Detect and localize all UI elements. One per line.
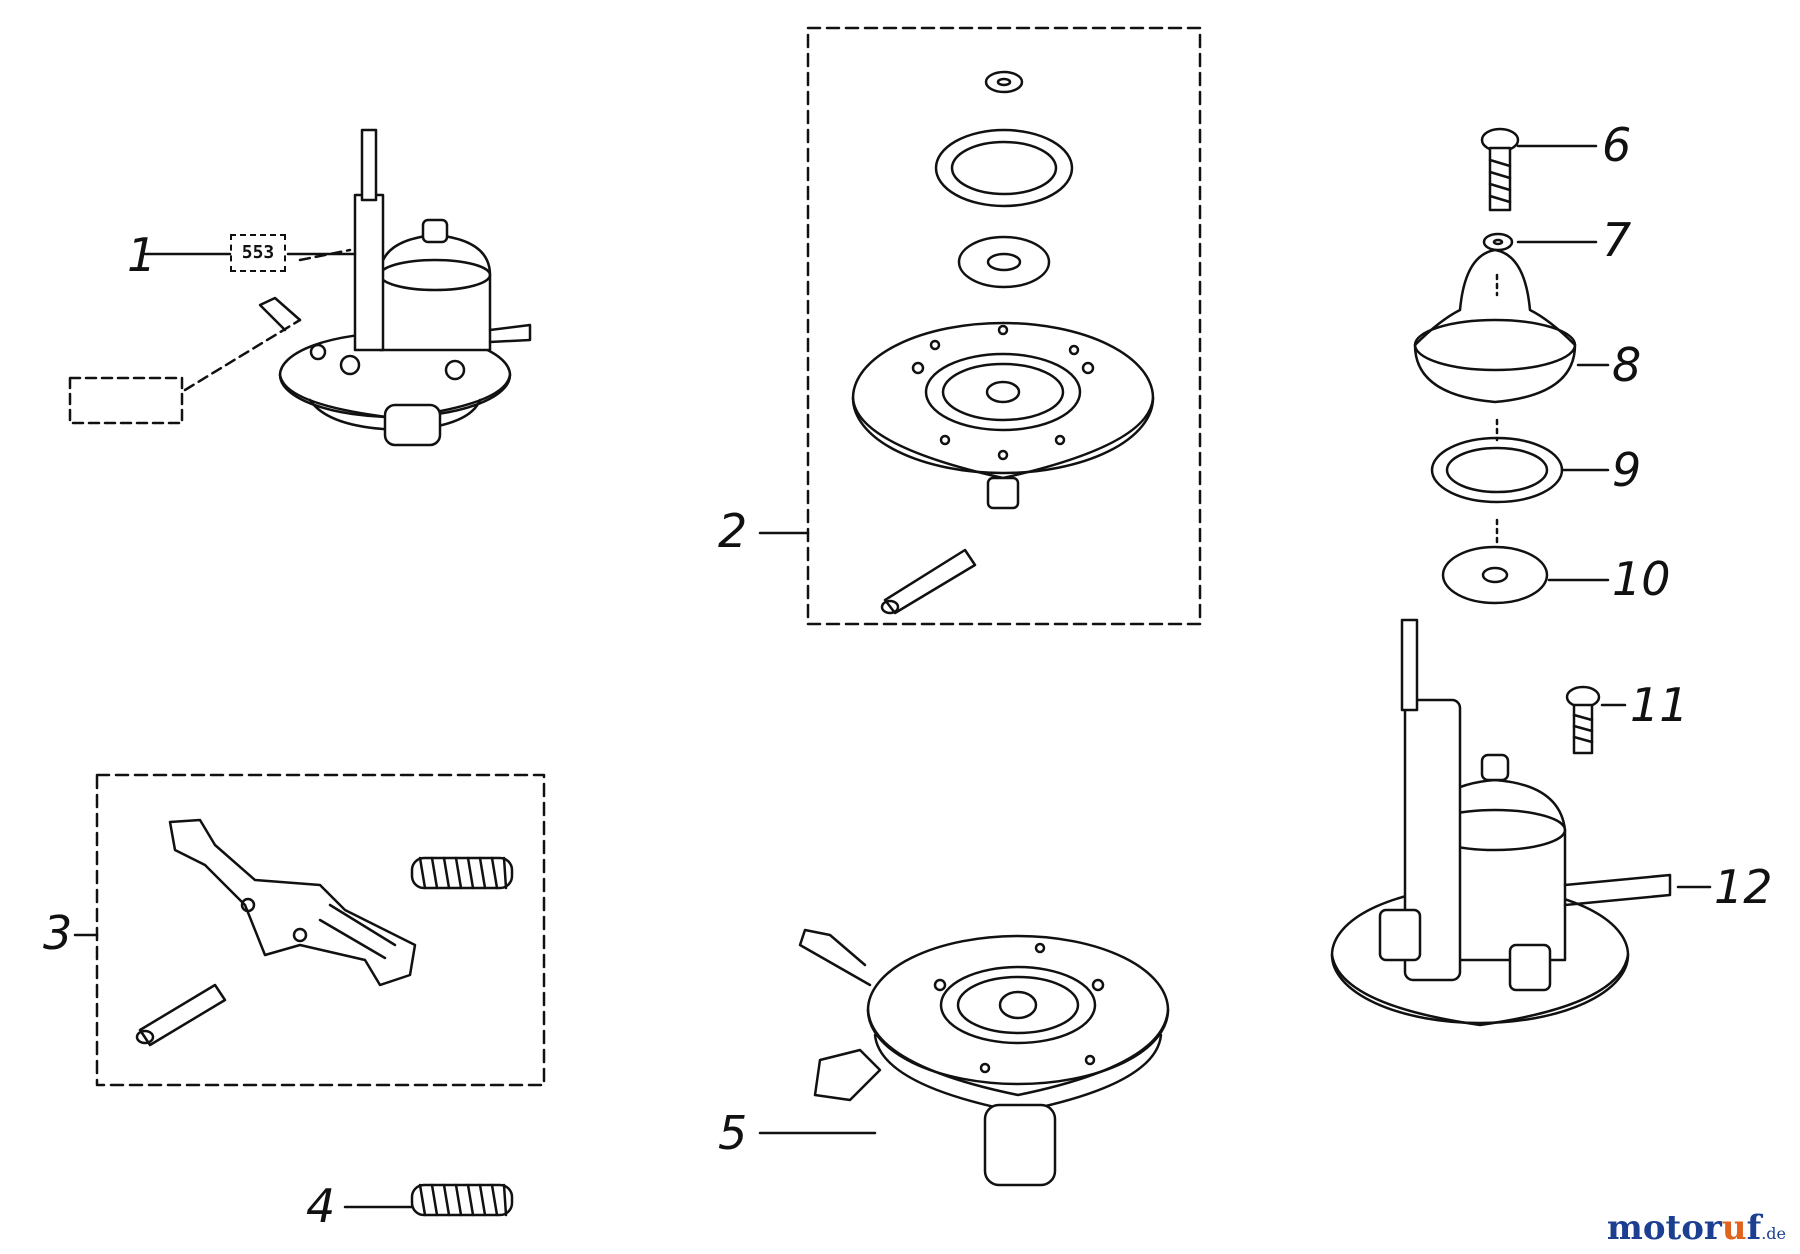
washer-7-drawing: [1482, 232, 1598, 252]
filter-disc-10-drawing: [1441, 545, 1610, 605]
watermark-part-c: f: [1746, 1208, 1762, 1248]
callout-label-3: 3: [43, 906, 73, 960]
lever-kit-group-box: [95, 773, 546, 1087]
callout-label-11: 11: [1630, 678, 1689, 732]
diaphragm-kit-group-box: [806, 26, 1202, 626]
callout-label-10: 10: [1612, 552, 1671, 606]
callout-label-9: 9: [1612, 443, 1642, 497]
callout-label-7: 7: [1602, 213, 1632, 267]
screw-11-drawing: [1565, 685, 1627, 755]
watermark-logo: motoruf.de: [1607, 1208, 1786, 1248]
watermark-tld: .de: [1761, 1224, 1786, 1243]
gasket-ring-9-drawing: [1430, 436, 1610, 504]
callout-label-12: 12: [1714, 860, 1773, 914]
pump-lower-housing-drawing: [758, 928, 1170, 1187]
empty-label-box: [68, 376, 184, 425]
callout-label-5: 5: [718, 1106, 748, 1160]
callout-label-8: 8: [1612, 338, 1642, 392]
watermark-part-a: motor: [1606, 1208, 1722, 1248]
part-code-box: 553: [230, 234, 286, 272]
pump-upper-housing-drawing: [1330, 618, 1712, 1027]
cover-screw-6-drawing: [1480, 127, 1598, 212]
callout-label-4: 4: [306, 1179, 336, 1233]
pump-cover-8-drawing: [1413, 248, 1610, 404]
lever-kit-drawing: [73, 818, 514, 1047]
diaphragm-kit-drawing: [758, 70, 1155, 615]
callout-label-6: 6: [1602, 118, 1632, 172]
fuel-pump-assembly-drawing: [143, 128, 532, 447]
spring-drawing: [410, 856, 514, 890]
watermark-part-b: u: [1721, 1208, 1747, 1248]
callout-label-1: 1: [127, 228, 157, 282]
callout-label-2: 2: [718, 504, 748, 558]
spring-part-4-drawing: [343, 1183, 514, 1217]
